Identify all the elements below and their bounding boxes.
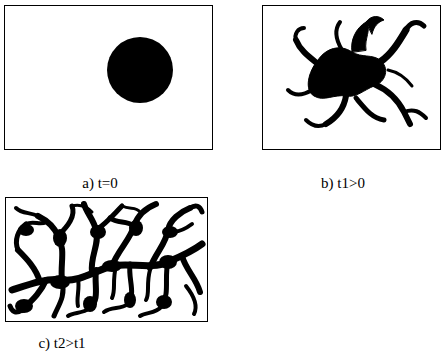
panel-caption: c) t2>t1 <box>38 336 85 351</box>
growing-blob <box>288 17 426 127</box>
panel-frame <box>263 6 441 150</box>
dendritic-pattern <box>10 204 202 316</box>
panel-frame <box>6 198 208 322</box>
dendritic-blobs <box>15 220 178 313</box>
initial-droplet <box>107 37 173 103</box>
panel-caption: a) t=0 <box>82 176 118 191</box>
panel-frame <box>5 6 213 150</box>
panel-caption: b) t1>0 <box>321 176 365 191</box>
